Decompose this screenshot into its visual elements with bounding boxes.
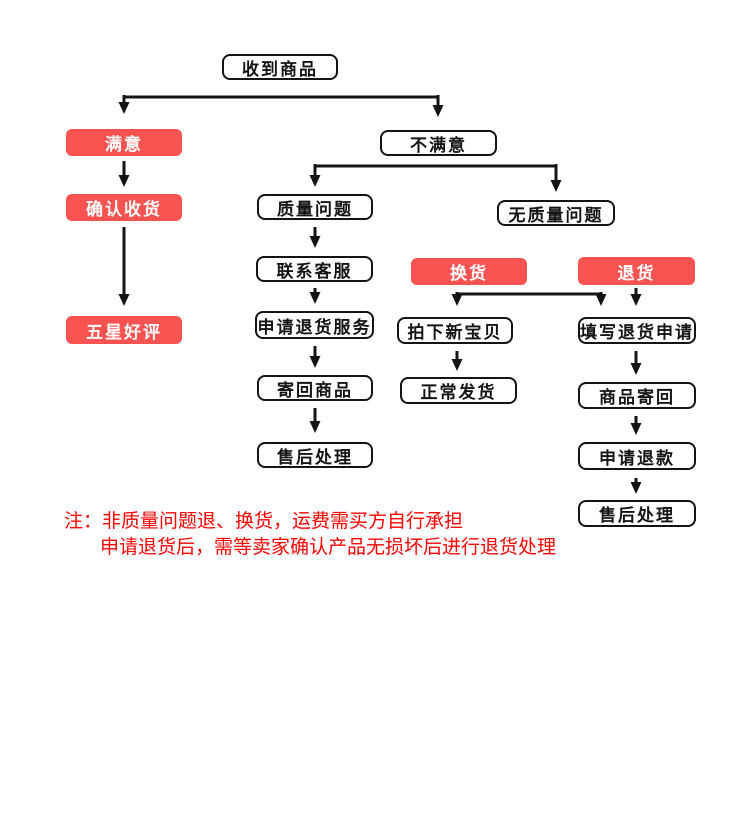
node-apply-refund: 申请退款 [578,442,696,470]
node-quality-issue: 质量问题 [257,194,373,220]
node-five-star-review: 五星好评 [66,316,182,344]
note-line-2: 申请退货后，需等卖家确认产品无损坏后进行退货处理 [100,537,557,558]
node-exchange: 换货 [411,258,527,285]
node-receive-goods: 收到商品 [222,54,338,80]
node-contact-service: 联系客服 [256,256,373,282]
node-buy-new-item: 拍下新宝贝 [397,317,513,344]
node-send-back-goods: 寄回商品 [257,375,373,401]
node-return-goods: 退货 [578,257,695,285]
node-satisfied: 满意 [66,129,182,156]
node-apply-return-service: 申请退货服务 [255,311,374,339]
note-line-1: 注：非质量问题退、换货，运费需买方自行承担 [64,511,464,532]
node-fill-return-form: 填写退货申请 [578,317,696,344]
node-goods-sent-back: 商品寄回 [578,382,696,409]
node-normal-shipping: 正常发货 [400,377,517,404]
node-no-quality-issue: 无质量问题 [497,200,615,226]
node-confirm-receipt: 确认收货 [66,194,182,221]
node-after-sales-right: 售后处理 [578,500,696,527]
node-unsatisfied: 不满意 [380,130,497,156]
node-after-sales-mid: 售后处理 [257,442,373,468]
